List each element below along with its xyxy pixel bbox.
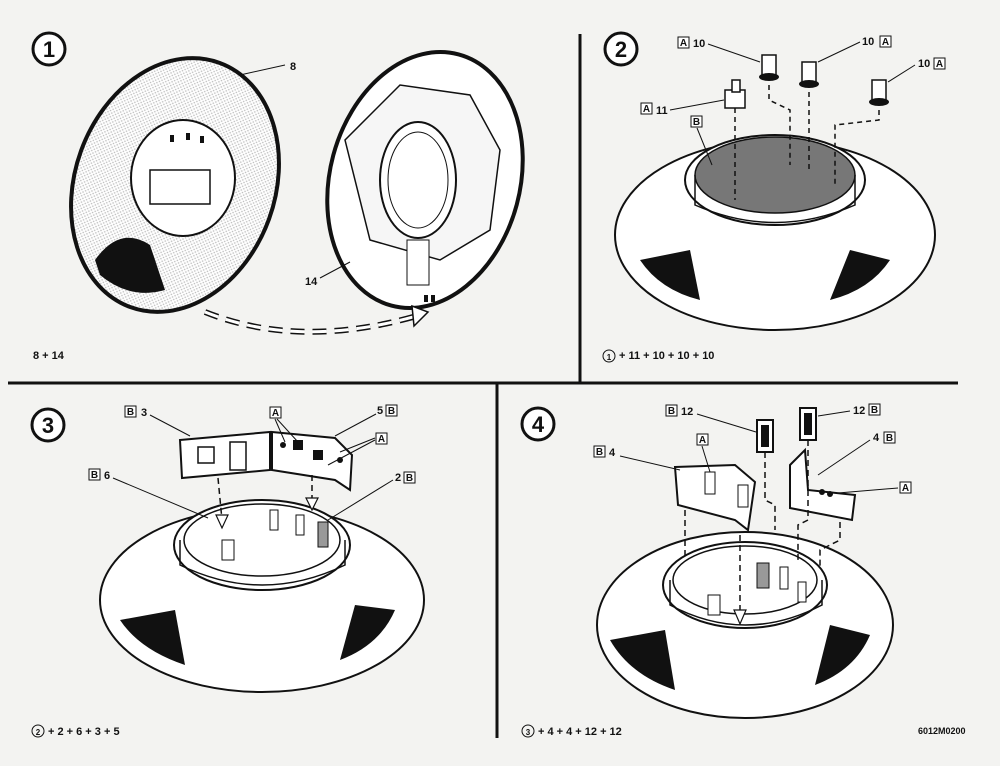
step-number-badge	[31, 31, 67, 67]
wall-part-4-right	[789, 447, 857, 522]
svg-text:10: 10	[693, 38, 705, 50]
svg-text:A: A	[902, 483, 909, 494]
door-part-12-right	[799, 407, 817, 441]
svg-text:B: B	[871, 405, 878, 416]
svg-text:3: 3	[141, 407, 147, 419]
door-part-12-left	[756, 419, 774, 453]
label-b-3: B 3	[124, 405, 191, 437]
label-part-8: 8	[290, 61, 296, 73]
step-number-badge	[520, 406, 556, 442]
peg-part-10	[759, 54, 791, 165]
label-a-right: A	[327, 432, 388, 466]
saucer-base	[99, 499, 425, 693]
svg-text:+ 4 + 4 + 12 + 12: + 4 + 4 + 12 + 12	[538, 726, 622, 738]
svg-text:2: 2	[36, 728, 41, 737]
step-formula: 8 + 14	[33, 350, 65, 362]
wall-panel-part-3	[178, 430, 271, 480]
svg-text:B: B	[668, 406, 675, 417]
peg-part-10	[799, 61, 819, 170]
peg-part-10	[834, 79, 889, 185]
panel-step-3: 3	[30, 404, 425, 738]
step-formula: 1 + 11 + 10 + 10 + 10	[602, 349, 714, 363]
label-4-b-right: 4 B	[817, 431, 896, 476]
step-number: 4	[532, 412, 545, 437]
label-a-10-left: A 10	[677, 36, 761, 63]
svg-text:B: B	[406, 473, 413, 484]
step-number: 2	[615, 37, 627, 62]
step-number-badge	[30, 407, 66, 443]
svg-text:10: 10	[862, 36, 874, 48]
label-a: A	[269, 406, 299, 443]
svg-text:A: A	[272, 408, 279, 419]
svg-text:A: A	[643, 104, 650, 115]
svg-text:12: 12	[853, 405, 865, 417]
step-formula: 3 + 4 + 4 + 12 + 12	[521, 724, 622, 738]
label-b-12-left: B 12	[665, 404, 757, 433]
svg-text:2: 2	[395, 472, 401, 484]
label-12-b-right: 12 B	[817, 403, 881, 417]
svg-text:11: 11	[656, 105, 668, 117]
disc-part-14	[319, 50, 525, 310]
label-10-a-mid: 10 A	[817, 35, 892, 63]
saucer-base	[596, 531, 894, 719]
step-formula: 2 + 2 + 6 + 3 + 5	[31, 724, 120, 738]
svg-text:B: B	[91, 470, 98, 481]
label-a-right: A	[837, 481, 912, 494]
svg-text:3: 3	[526, 728, 531, 737]
svg-text:4: 4	[609, 447, 616, 459]
panel-step-1: 1 8 14 8 + 14	[31, 31, 525, 362]
panel-step-4: 4	[520, 403, 966, 738]
svg-text:1: 1	[607, 353, 612, 362]
svg-text:A: A	[378, 434, 385, 445]
svg-text:+ 11 + 10 + 10 + 10: + 11 + 10 + 10 + 10	[619, 350, 714, 362]
step-number: 3	[42, 413, 54, 438]
svg-text:A: A	[699, 435, 706, 446]
label-b-4-left: B 4	[593, 445, 681, 471]
svg-text:A: A	[680, 38, 687, 49]
svg-text:4: 4	[873, 432, 880, 444]
label-b: B	[690, 115, 713, 166]
svg-text:A: A	[882, 37, 889, 48]
svg-text:B: B	[388, 406, 395, 417]
label-a-11: A 11	[640, 99, 725, 117]
label-b-6: B 6	[88, 468, 209, 519]
svg-text:B: B	[127, 407, 134, 418]
label-a-left: A	[696, 433, 711, 473]
label-5-b: 5 B	[334, 404, 398, 437]
label-part-14: 14	[305, 276, 318, 288]
peg-part-11	[724, 79, 746, 200]
wall-part-4-left	[673, 463, 757, 532]
svg-text:12: 12	[681, 406, 693, 418]
svg-text:B: B	[886, 433, 893, 444]
disc-part-8	[69, 56, 286, 314]
panel-step-2: 2	[602, 31, 946, 363]
svg-text:10: 10	[918, 58, 930, 70]
svg-text:A: A	[936, 59, 943, 70]
svg-text:+ 2 + 6 + 3 + 5: + 2 + 6 + 3 + 5	[48, 726, 120, 738]
label-2-b: 2 B	[327, 471, 416, 521]
label-10-a-right: 10 A	[887, 57, 946, 83]
svg-text:B: B	[693, 117, 700, 128]
wall-panel-part-5	[271, 430, 354, 492]
saucer-base	[614, 134, 936, 331]
svg-text:B: B	[596, 447, 603, 458]
svg-text:5: 5	[377, 405, 383, 417]
step-number: 1	[43, 37, 55, 62]
document-code: 6012M0200	[918, 726, 966, 736]
svg-text:6: 6	[104, 470, 110, 482]
step-number-badge	[603, 31, 639, 67]
